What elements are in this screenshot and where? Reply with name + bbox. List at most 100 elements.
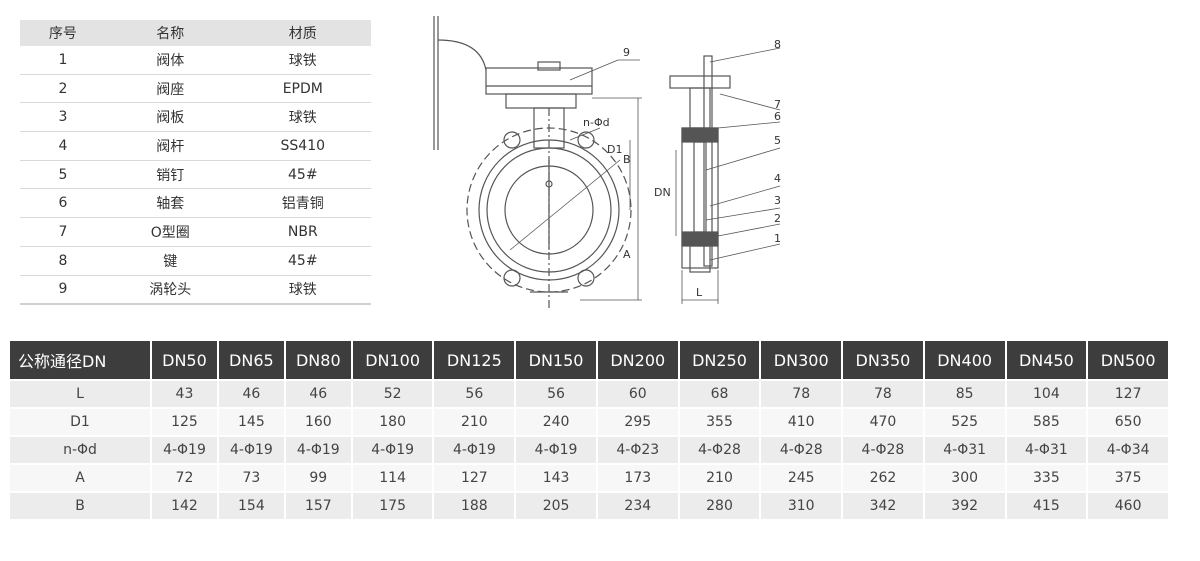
spec-cell: 342	[843, 493, 923, 519]
body-inner	[486, 147, 612, 273]
lug-hole-bl	[503, 269, 521, 287]
spec-cell: 78	[843, 381, 923, 407]
spec-cell: 73	[218, 465, 284, 491]
leader-9	[569, 59, 619, 81]
label-part-7: 7	[774, 98, 781, 111]
spec-header-col: DN125	[434, 341, 515, 379]
spec-cell: 4-Φ19	[152, 437, 217, 463]
leader-8	[709, 47, 781, 63]
leader-2	[717, 223, 781, 237]
parts-cell-no: 1	[20, 46, 106, 75]
spec-cell: 295	[597, 409, 678, 435]
disc-pin	[545, 180, 553, 188]
spec-cell: 280	[679, 493, 760, 519]
parts-cell-name: 键	[105, 246, 235, 276]
spec-row-label: B	[10, 493, 150, 519]
parts-cell-no: 5	[20, 160, 106, 190]
spec-cell: 85	[924, 381, 1005, 407]
spec-cell: 4-Φ19	[352, 437, 433, 463]
parts-cell-name: 阀座	[105, 74, 235, 104]
spec-cell: 525	[924, 409, 1005, 435]
parts-header-material: 材质	[234, 20, 371, 46]
spec-header-col: DN400	[924, 341, 1005, 379]
spec-cell: 375	[1088, 465, 1168, 491]
gearbox-base	[505, 93, 577, 109]
gearbox	[485, 67, 593, 95]
spec-header-label: 公称通径DN	[10, 341, 150, 379]
spec-cell: 262	[843, 465, 923, 491]
spec-cell: 188	[434, 493, 515, 519]
spec-cell: 154	[218, 493, 284, 519]
parts-cell-no: 4	[20, 131, 106, 161]
spec-cell: 585	[1006, 409, 1087, 435]
spec-cell: 240	[516, 409, 596, 435]
label-dn: DN	[654, 186, 671, 199]
bolt-circle	[466, 127, 632, 293]
spec-cell: 145	[218, 409, 284, 435]
spec-cell: 335	[1006, 465, 1087, 491]
spec-header-col: DN450	[1006, 341, 1087, 379]
spec-header-col: DN80	[285, 341, 351, 379]
spec-cell: 234	[597, 493, 678, 519]
spec-cell: 114	[352, 465, 433, 491]
parts-cell-name: 销钉	[105, 160, 235, 190]
spec-cell: 104	[1006, 381, 1087, 407]
seat-top	[681, 127, 719, 143]
spec-cell: 650	[1088, 409, 1168, 435]
spec-cell: 72	[152, 465, 217, 491]
parts-cell-no: 3	[20, 102, 106, 133]
disc-side	[693, 141, 707, 233]
leader-1	[709, 243, 781, 261]
label-nphid: n-Φd	[583, 116, 610, 129]
spec-cell: 310	[761, 493, 842, 519]
spec-cell: 4-Φ28	[679, 437, 760, 463]
spec-header-col: DN50	[152, 341, 217, 379]
valve-drawing: 9 n-Φd D1 B A 8 7 6 5 4 3 2 1	[433, 16, 781, 310]
spec-cell: 410	[761, 409, 842, 435]
spec-cell: 470	[843, 409, 923, 435]
parts-cell-material: 球铁	[234, 102, 371, 133]
spec-cell: 205	[516, 493, 596, 519]
leader-4	[709, 185, 781, 207]
spec-cell: 4-Φ34	[1088, 437, 1168, 463]
top-flange	[669, 75, 731, 89]
parts-cell-material: SS410	[234, 131, 371, 161]
spec-row-label: A	[10, 465, 150, 491]
spec-cell: 300	[924, 465, 1005, 491]
spec-cell: 4-Φ28	[761, 437, 842, 463]
parts-cell-name: O型圈	[105, 217, 235, 247]
parts-cell-no: 9	[20, 275, 106, 306]
spec-cell: 46	[218, 381, 284, 407]
label-part-3: 3	[774, 194, 781, 207]
parts-cell-no: 7	[20, 217, 106, 247]
spec-cell: 245	[761, 465, 842, 491]
parts-header-no: 序号	[20, 20, 106, 46]
spec-cell: 127	[434, 465, 515, 491]
spec-cell: 4-Φ19	[434, 437, 515, 463]
spec-row-label: n-Φd	[10, 437, 150, 463]
spec-header-col: DN150	[516, 341, 596, 379]
gearbox-cap	[537, 61, 561, 71]
spec-cell: 180	[352, 409, 433, 435]
parts-cell-material: NBR	[234, 217, 371, 247]
spec-cell: 99	[285, 465, 351, 491]
bottom-boss	[689, 245, 711, 273]
label-part-1: 1	[774, 232, 781, 245]
lug-hole-br	[577, 269, 595, 287]
parts-cell-name: 阀杆	[105, 131, 235, 161]
leader-nphid	[569, 127, 601, 141]
stem	[703, 55, 713, 267]
spec-header-col: DN350	[843, 341, 923, 379]
spec-cell: 210	[679, 465, 760, 491]
